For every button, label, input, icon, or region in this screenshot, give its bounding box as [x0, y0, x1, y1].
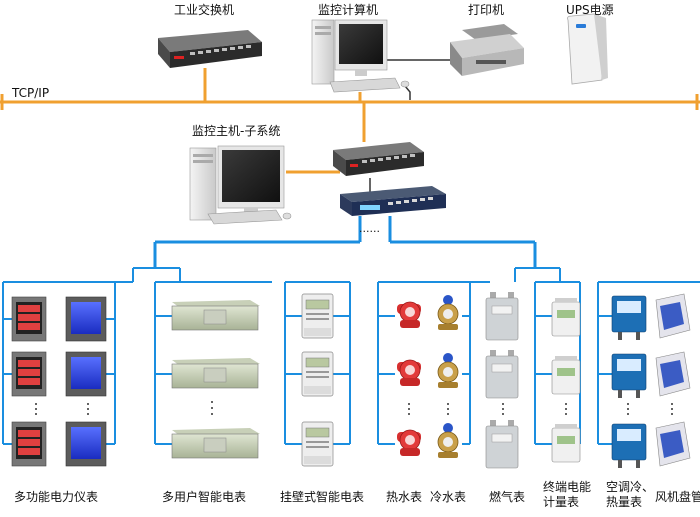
serial-server-icon: [340, 186, 446, 216]
label-host-subsystem: 监控主机-子系统: [192, 124, 281, 138]
multi-user-meter: [171, 358, 260, 389]
label-ac-heat-meter: 空调冷、 热量表: [606, 480, 655, 509]
wall-electric-meter: [301, 421, 334, 467]
label-hot-water-meter: 热水表: [386, 490, 423, 504]
printer-icon: [450, 24, 524, 76]
wall-electric-meter: [301, 351, 334, 397]
ethernet-network: [0, 68, 700, 174]
fan-coil-controller: [655, 351, 691, 397]
gas-meter: [485, 292, 519, 341]
ac-energy-meter: [611, 423, 647, 468]
rs485-bus: [2, 216, 700, 445]
cold-water-meter: [437, 353, 459, 388]
din-rail-meter: [551, 356, 581, 395]
label-gas-meter: 燃气表: [489, 490, 526, 504]
cold-water-meter: [437, 295, 459, 330]
gas-meter: [485, 420, 519, 469]
gas-meter: [485, 350, 519, 399]
multi-user-meter-group: [171, 300, 260, 459]
label-wall-meter: 挂壁式智能电表: [280, 490, 365, 504]
power-meter-group: [11, 296, 107, 467]
din-rail-meter: [551, 424, 581, 463]
ac-energy-meter: [611, 353, 647, 398]
multi-user-meter: [171, 428, 260, 459]
fan-coil-controller: [655, 421, 691, 467]
wall-electric-meter: [301, 293, 334, 339]
hot-water-meter: [397, 429, 421, 456]
label-multifunction-power-meter: 多功能电力仪表: [14, 490, 99, 504]
lcd-power-meter: [65, 421, 107, 467]
ac-energy-meter: [611, 295, 647, 340]
digital-power-meter: [11, 296, 47, 342]
hot-water-meter: [397, 301, 421, 328]
hvac-meter-group: [611, 293, 691, 468]
fan-coil-controller: [655, 293, 691, 339]
serial-ports-ellipsis: ......: [359, 222, 380, 235]
din-rail-meter: [551, 298, 581, 337]
ups-icon: [567, 13, 608, 85]
wall-meter-group: [301, 293, 334, 467]
hot-water-meter: [397, 359, 421, 386]
monitoring-computer-icon: [311, 19, 410, 93]
device-cables: [369, 59, 450, 192]
lcd-power-meter: [65, 351, 107, 397]
cold-water-meter: [437, 423, 459, 458]
label-tcpip: TCP/IP: [12, 86, 50, 100]
label-cold-water-meter: 冷水表: [430, 490, 467, 504]
label-monitor-computer: 监控计算机: [318, 3, 379, 17]
water-gas-meter-group: [397, 292, 519, 469]
terminal-meter-group: [551, 298, 581, 463]
label-fan-coil: 风机盘管: [655, 490, 700, 504]
label-printer: 打印机: [468, 3, 505, 17]
industrial-switch-icon: [158, 30, 262, 68]
label-multi-user-meter: 多用户智能电表: [162, 490, 247, 504]
label-ups: UPS电源: [566, 3, 614, 17]
label-industrial-switch: 工业交换机: [174, 3, 235, 17]
multi-user-meter: [171, 300, 260, 331]
lcd-power-meter: [65, 296, 107, 342]
digital-power-meter: [11, 421, 47, 467]
host-switch-icon: [333, 142, 424, 176]
label-terminal-energy-meter: 终端电能 计量表: [543, 480, 592, 509]
host-computer-icon: [189, 145, 292, 225]
digital-power-meter: [11, 351, 47, 397]
